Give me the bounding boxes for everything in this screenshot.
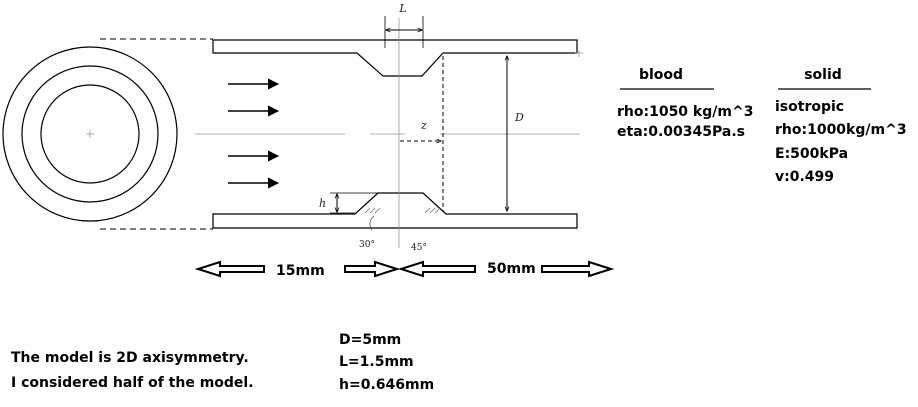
solid-v: v:0.499: [775, 169, 834, 185]
solid-rho: rho:1000kg/m^3: [775, 122, 907, 138]
solid-E: E:500kPa: [775, 146, 848, 162]
blood-heading: blood: [639, 67, 683, 83]
model-notes: The model is 2D axisymmetry. I considere…: [11, 350, 254, 391]
note-line-2: I considered half of the model.: [11, 375, 254, 391]
param-h: h=0.646mm: [339, 377, 434, 393]
dim-L: L: [384, 2, 424, 48]
vessel-cross-section: [2, 46, 178, 222]
dim-z: z: [400, 56, 444, 212]
arrow-upstream-right: [344, 260, 401, 278]
label-L: L: [398, 2, 406, 15]
label-D: D: [514, 111, 524, 124]
label-z: z: [420, 119, 427, 132]
label-15mm: 15mm: [276, 263, 325, 279]
angle-labels: 30° 45°: [359, 215, 427, 253]
flow-arrows: [228, 78, 280, 189]
solid-properties: solid isotropic rho:1000kg/m^3 E:500kPa …: [775, 67, 907, 185]
arrow-upstream-left: [194, 260, 265, 278]
param-L: L=1.5mm: [339, 354, 414, 370]
label-angle-45: 45°: [411, 243, 427, 253]
dim-h: h: [319, 192, 378, 214]
length-arrows: [194, 260, 615, 278]
blood-eta: eta:0.00345Pa.s: [617, 124, 745, 140]
upper-vessel-wall: [212, 39, 578, 77]
blood-properties: blood rho:1050 kg/m^3 eta:0.00345Pa.s: [617, 67, 753, 140]
dim-D: D: [507, 56, 524, 211]
note-line-1: The model is 2D axisymmetry.: [11, 350, 249, 366]
arrow-downstream-right: [541, 260, 615, 278]
label-h: h: [319, 197, 326, 210]
fixed-support-hatch: [364, 207, 441, 214]
projection-lines: [100, 38, 213, 230]
solid-type: isotropic: [775, 99, 844, 115]
parameter-values: D=5mm L=1.5mm h=0.646mm: [339, 332, 434, 393]
blood-rho: rho:1050 kg/m^3: [617, 104, 753, 120]
label-angle-30: 30°: [359, 240, 375, 250]
param-D: D=5mm: [339, 332, 401, 348]
label-50mm: 50mm: [487, 261, 536, 277]
solid-heading: solid: [804, 67, 842, 83]
lower-vessel-wall: [212, 192, 578, 229]
arrow-downstream-left: [397, 260, 476, 278]
